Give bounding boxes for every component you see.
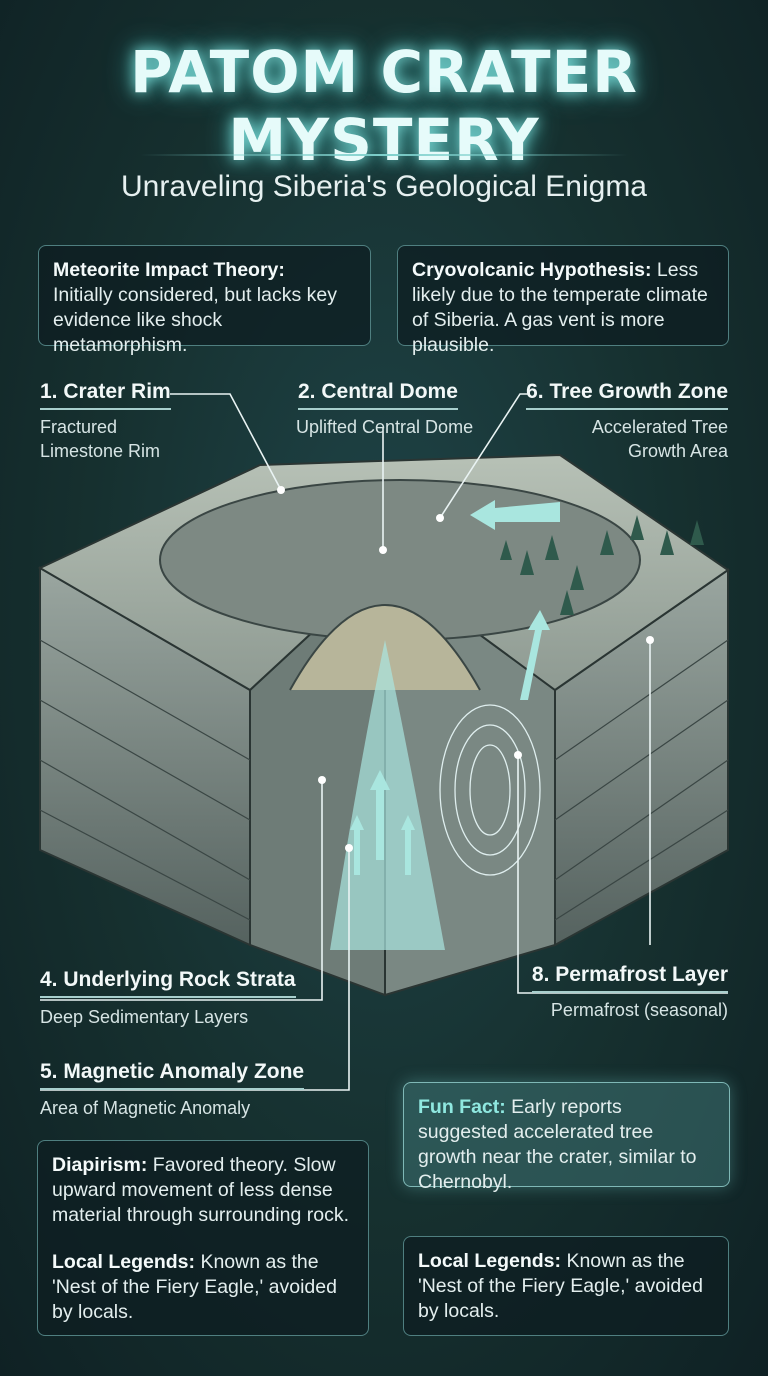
title-divider xyxy=(140,154,628,156)
meteorite-theory-box: Meteorite Impact Theory: Initially consid… xyxy=(38,245,371,356)
diapirism-box: Diapirism: Favored theory. Slow upward m… xyxy=(37,1140,369,1336)
sublabel-tree-growth: Accelerated Tree Growth Area xyxy=(591,417,728,461)
sublabel-magnetic-anomaly: Area of Magnetic Anomaly xyxy=(40,1098,251,1118)
box-label: Cryovolcanic Hypothesis: xyxy=(412,259,652,281)
label-tree-growth: 6. Tree Growth Zone xyxy=(526,380,728,410)
cryovolcanic-box: Cryovolcanic Hypothesis: Less likely due… xyxy=(397,245,729,356)
box-text: Known as the 'Nest of the Fiery Eagle,' … xyxy=(418,1250,703,1322)
label-central-dome: 2. Central Dome xyxy=(298,380,458,410)
trees xyxy=(500,515,704,615)
box-text: Initially considered, but lacks key evid… xyxy=(53,284,337,356)
label-rock-strata: 4. Underlying Rock Strata xyxy=(40,968,296,998)
box-label: Diapirism: xyxy=(52,1154,148,1176)
box-text: Favored theory. Slow upward movement of … xyxy=(52,1154,349,1226)
box-label: Meteorite Impact Theory: xyxy=(53,259,285,281)
local-legends-box: Local Legends: Known as the 'Nest of the… xyxy=(403,1236,729,1336)
box-text: Early reports suggested accelerated tree… xyxy=(418,1096,697,1193)
box-text: Known as the 'Nest of the Fiery Eagle,' … xyxy=(52,1251,337,1323)
box-text: Less likely due to the temperate climate… xyxy=(412,259,708,356)
fun-fact-box: Fun Fact: Early reports suggested accele… xyxy=(403,1082,730,1193)
strata-lines xyxy=(39,639,729,921)
label-permafrost: 8. Permafrost Layer xyxy=(531,963,728,993)
upward-arrow-icons xyxy=(350,500,560,875)
leader-dots xyxy=(277,486,654,852)
page-title: PATOM CRATER MYSTERY xyxy=(130,38,638,174)
label-magnetic-anomaly: 5. Magnetic Anomaly Zone xyxy=(40,1060,305,1090)
spacer xyxy=(52,1228,354,1250)
leader-lines xyxy=(40,393,728,1091)
box-label: Fun Fact: xyxy=(418,1096,506,1118)
label-crater-rim: 1. Crater Rim xyxy=(40,380,171,410)
box-label: Local Legends: xyxy=(52,1251,196,1273)
sublabel-rock-strata: Deep Sedimentary Layers xyxy=(40,1007,249,1027)
sublabel-crater-rim: Fractured Limestone Rim xyxy=(40,417,161,461)
magnetic-field-lines xyxy=(439,704,541,876)
box-label: Local Legends: xyxy=(418,1250,562,1272)
page-subtitle: Unraveling Siberia's Geological Enigma xyxy=(121,170,647,203)
sublabel-permafrost: Permafrost (seasonal) xyxy=(550,1000,728,1020)
sublabel-central-dome: Uplifted Central Dome xyxy=(296,417,474,437)
